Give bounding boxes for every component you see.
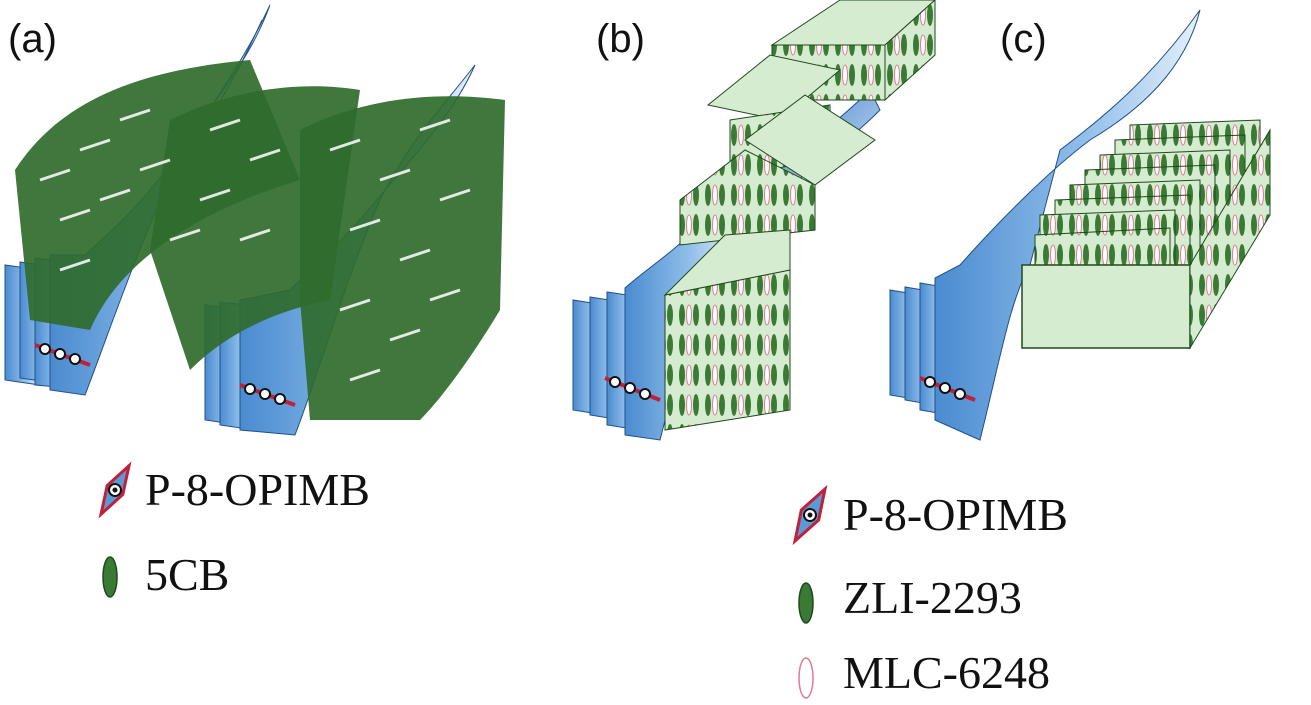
panel-c: (c) bbox=[889, 9, 1271, 441]
legend-bc-label-zli2293: ZLI-2293 bbox=[843, 572, 1022, 623]
legend-a-label-5cb: 5CB bbox=[145, 549, 229, 600]
panel-c-bent-core-chain bbox=[919, 376, 976, 402]
panel-c-smectic-layer-stack bbox=[1021, 119, 1271, 350]
green-rod-molecule-icon bbox=[798, 582, 814, 624]
pink-rod-molecule-icon bbox=[798, 657, 814, 699]
legend-a: P-8-OPIMB 5CB bbox=[98, 461, 370, 600]
legend-bc-label-mlc6248: MLC-6248 bbox=[843, 647, 1050, 698]
bent-core-molecule-icon bbox=[792, 484, 828, 546]
green-rod-molecule-icon bbox=[102, 556, 118, 598]
panel-a-label: (a) bbox=[8, 17, 57, 61]
panel-c-label: (c) bbox=[1000, 17, 1047, 61]
panel-b-label: (b) bbox=[596, 17, 645, 61]
panel-c-front-slab bbox=[1021, 264, 1191, 349]
panel-c-helical-sheets bbox=[889, 9, 1201, 441]
panel-b-smectic-slab-stack-lower bbox=[663, 229, 791, 431]
panel-b-bent-core-chain bbox=[604, 376, 661, 402]
panel-a-5cb-molecule-field bbox=[15, 60, 505, 420]
legend-bc-label-p8opimb: P-8-OPIMB bbox=[843, 489, 1068, 540]
panel-b: (b) bbox=[572, 0, 936, 441]
legend-bc: P-8-OPIMB ZLI-2293 MLC-6248 bbox=[792, 484, 1068, 699]
panel-b-smectic-slab-stack-middle bbox=[679, 94, 876, 246]
legend-a-label-p8opimb: P-8-OPIMB bbox=[145, 464, 370, 515]
panel-a: (a) bbox=[4, 4, 505, 436]
bent-core-molecule-icon bbox=[98, 461, 132, 519]
panel-a-bent-core-chain-right bbox=[239, 383, 296, 407]
panel-a-bent-core-chain-left bbox=[34, 343, 91, 367]
